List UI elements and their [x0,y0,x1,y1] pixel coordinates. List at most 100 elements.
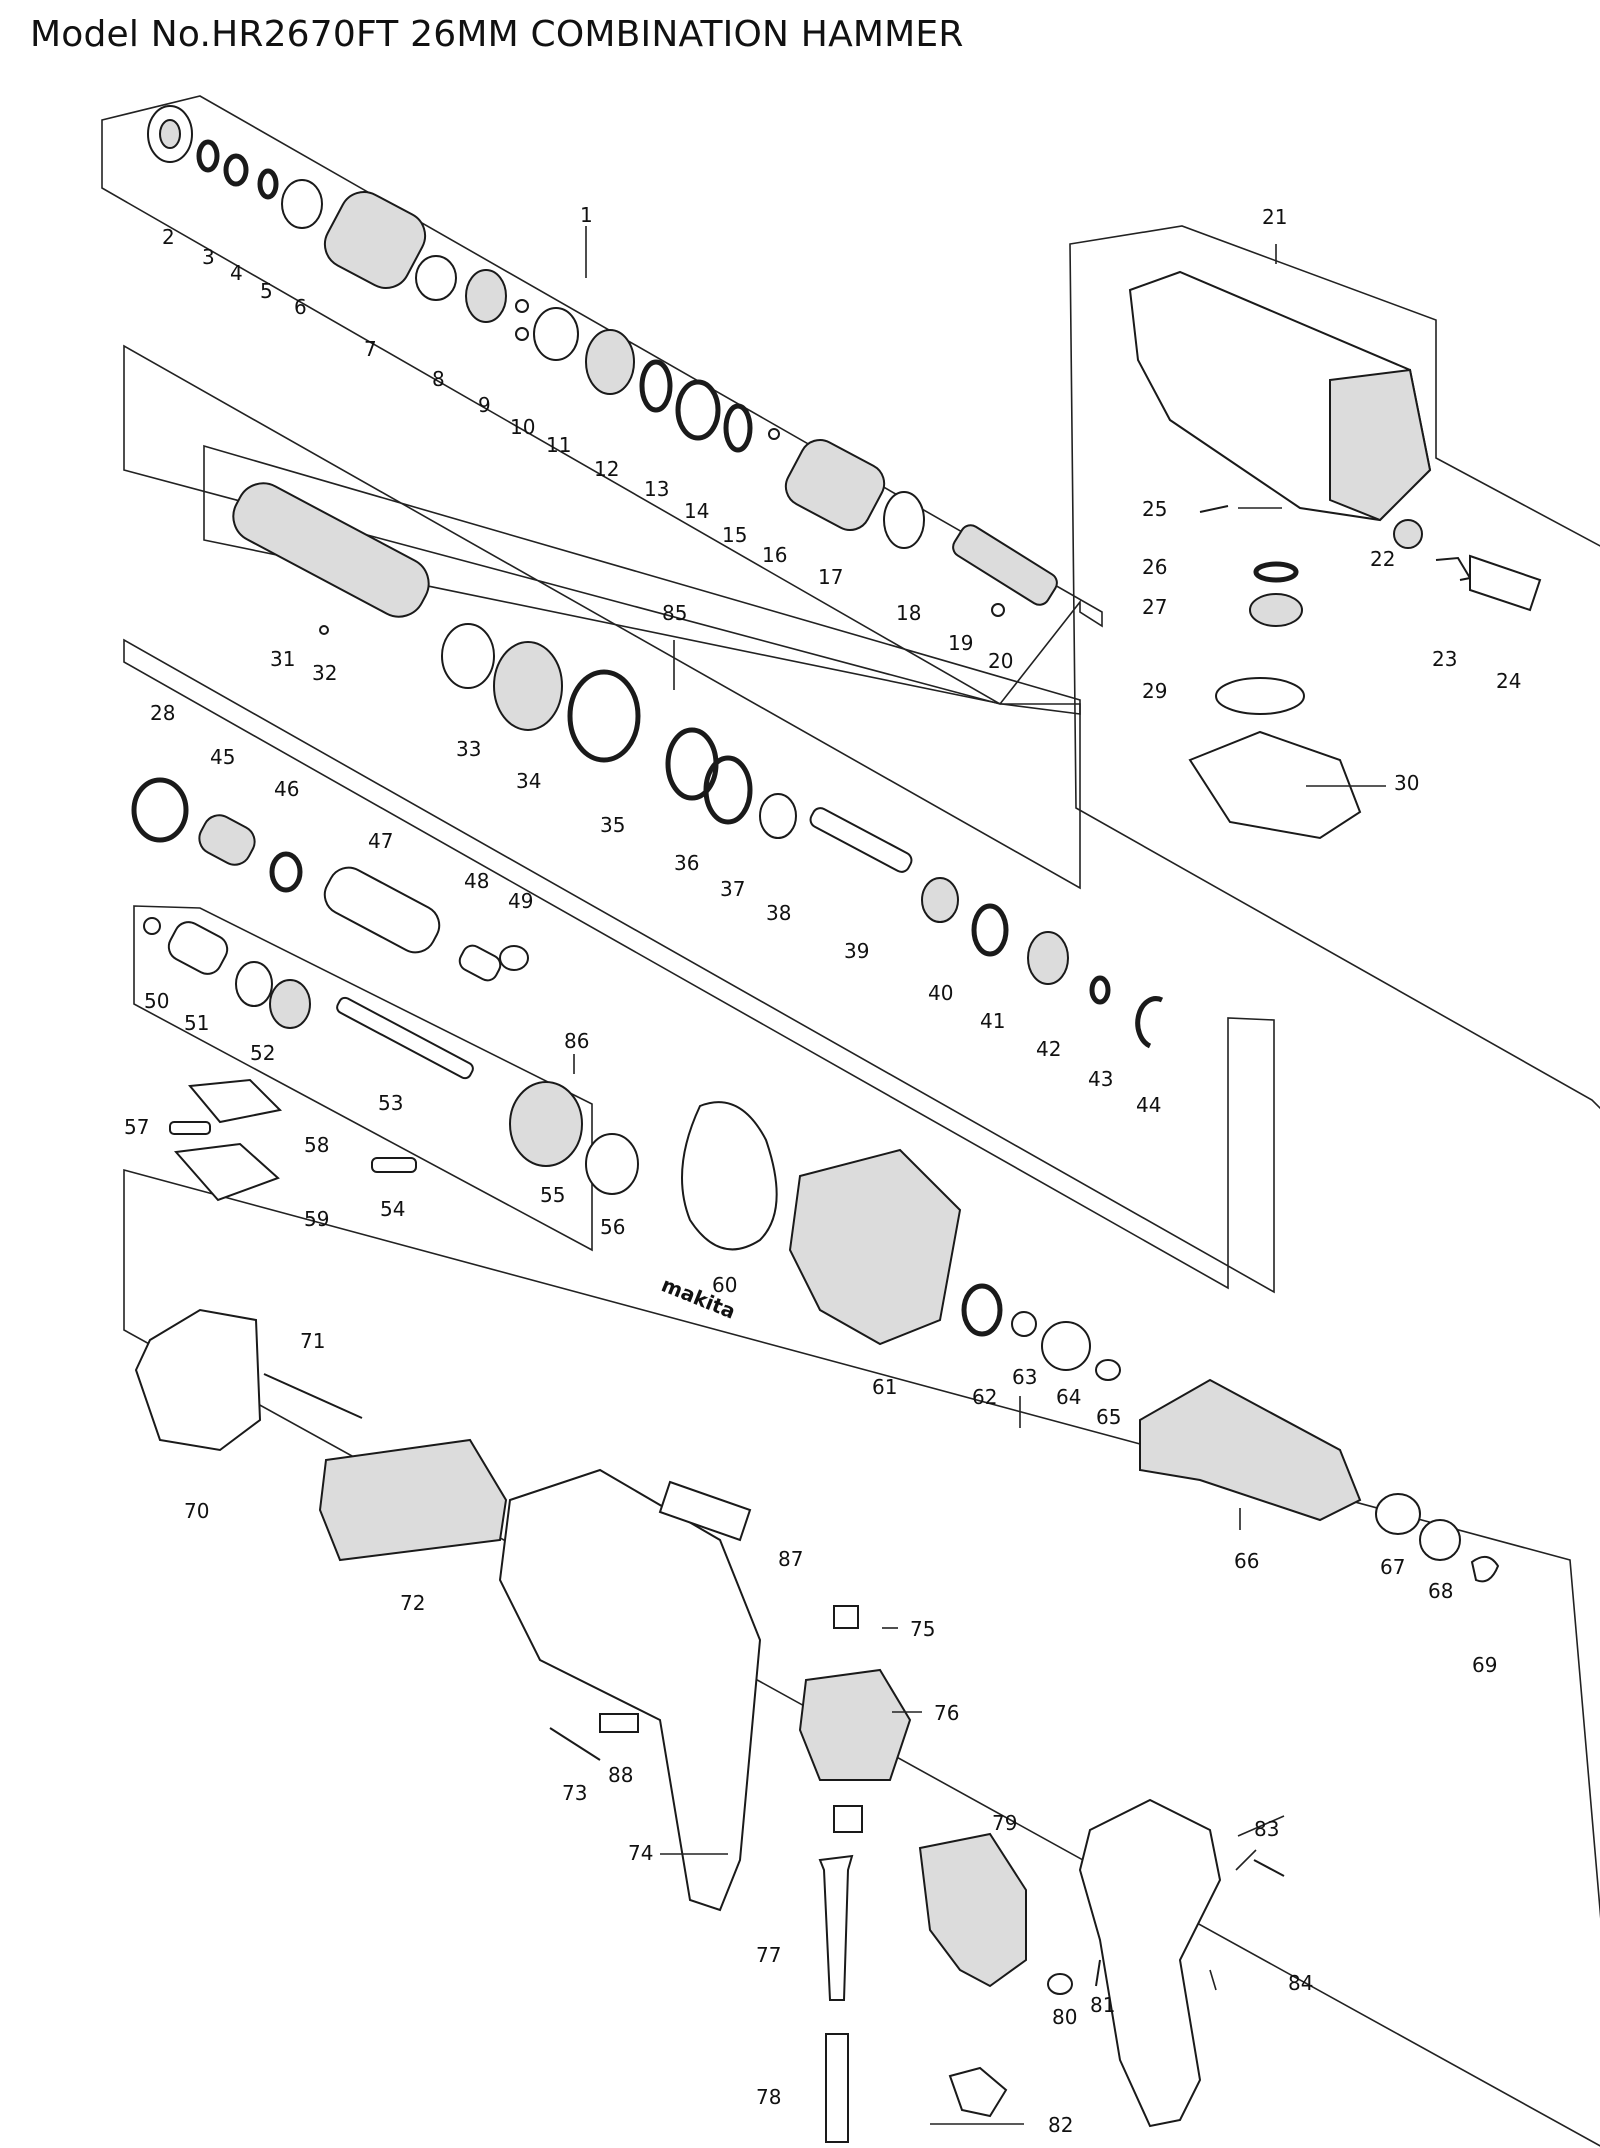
part-24 [1469,554,1542,612]
part-number-33: 33 [456,737,481,761]
part-number-74: 74 [628,1841,653,1865]
group-frame-1 [101,95,1103,706]
part-77 [818,1854,854,2001]
part-number-27: 27 [1142,595,1167,619]
part-25 [1199,505,1229,513]
part-number-44: 44 [1136,1093,1161,1117]
part-number-37: 37 [720,877,745,901]
part-45 [198,814,256,866]
part-number-29: 29 [1142,679,1167,703]
part-number-42: 42 [1036,1037,1061,1061]
part-number-12: 12 [594,457,619,481]
part-number-48: 48 [464,869,489,893]
group-frame-85-inner [203,444,1081,715]
part-number-41: 41 [980,1009,1005,1033]
part-number-6: 6 [294,295,307,319]
part-number-66: 66 [1234,1549,1259,1573]
part-number-78: 78 [756,2085,781,2109]
part-number-69: 69 [1472,1653,1497,1677]
part-number-72: 72 [400,1591,425,1615]
part-number-58: 58 [304,1133,329,1157]
part-number-25: 25 [1142,497,1167,521]
group-frame-21 [1069,225,1600,1110]
part-number-80: 80 [1052,2005,1077,2029]
part-78 [825,2033,849,2143]
part-87 [658,1480,752,1542]
part-number-21: 21 [1262,205,1287,229]
part-number-13: 13 [644,477,669,501]
part-61 [788,1148,962,1346]
part-number-65: 65 [1096,1405,1121,1429]
part-31 [232,482,430,618]
part-number-85: 85 [662,601,687,625]
part-number-23: 23 [1432,647,1457,671]
part-73 [549,1727,601,1761]
part-number-45: 45 [210,745,235,769]
part-number-3: 3 [202,245,215,269]
part-number-10: 10 [510,415,535,439]
part-number-18: 18 [896,601,921,625]
part-number-49: 49 [508,889,533,913]
part-number-56: 56 [600,1215,625,1239]
part-number-84: 84 [1288,1971,1313,1995]
part-84 [1078,1798,1222,2128]
part-number-57: 57 [124,1115,149,1139]
part-number-79: 79 [992,1811,1017,1835]
part-70 [134,1308,262,1452]
part-number-61: 61 [872,1375,897,1399]
part-19 [952,524,1058,606]
part-number-73: 73 [562,1781,587,1805]
part-number-51: 51 [184,1011,209,1035]
part-76 [798,1668,912,1781]
part-66 [1139,1378,1362,1522]
part-39 [809,807,913,873]
part-number-17: 17 [818,565,843,589]
part-number-47: 47 [368,829,393,853]
part-number-55: 55 [540,1183,565,1207]
part-53 [336,996,474,1080]
part-number-9: 9 [478,393,491,417]
part-number-36: 36 [674,851,699,875]
part-number-5: 5 [260,279,273,303]
part-71 [263,1373,363,1419]
part-number-16: 16 [762,543,787,567]
part-number-63: 63 [1012,1365,1037,1389]
part-number-19: 19 [948,631,973,655]
part-number-86: 86 [564,1029,589,1053]
part-number-67: 67 [1380,1555,1405,1579]
part-number-75: 75 [910,1617,935,1641]
part-number-68: 68 [1428,1579,1453,1603]
part-number-77: 77 [756,1943,781,1967]
part-number-30: 30 [1394,771,1419,795]
part-72 [318,1438,508,1562]
part-51 [167,921,229,975]
part-number-24: 24 [1496,669,1521,693]
part-58 [188,1078,283,1124]
part-number-34: 34 [516,769,541,793]
part-number-43: 43 [1088,1067,1113,1091]
part-82 [948,2066,1008,2118]
part-60 [681,1101,778,1251]
part-number-4: 4 [230,261,243,285]
part-number-62: 62 [972,1385,997,1409]
part-7 [323,191,427,289]
part-number-32: 32 [312,661,337,685]
part-number-60: 60 [712,1273,737,1297]
part-shapes [131,105,1542,2143]
part-79 [918,1832,1027,1988]
part-number-39: 39 [844,939,869,963]
part-number-71: 71 [300,1329,325,1353]
part-47 [323,866,441,954]
part-17 [784,439,886,531]
part-number-52: 52 [250,1041,275,1065]
part-number-46: 46 [274,777,299,801]
group-frame-86 [123,638,1275,1294]
part-number-20: 20 [988,649,1013,673]
part-number-2: 2 [162,225,175,249]
part-number-88: 88 [608,1763,633,1787]
part-number-87: 87 [778,1547,803,1571]
part-number-70: 70 [184,1499,209,1523]
part-75 [833,1605,859,1629]
page-title: Model No.HR2670FT 26MM COMBINATION HAMME… [30,14,964,55]
